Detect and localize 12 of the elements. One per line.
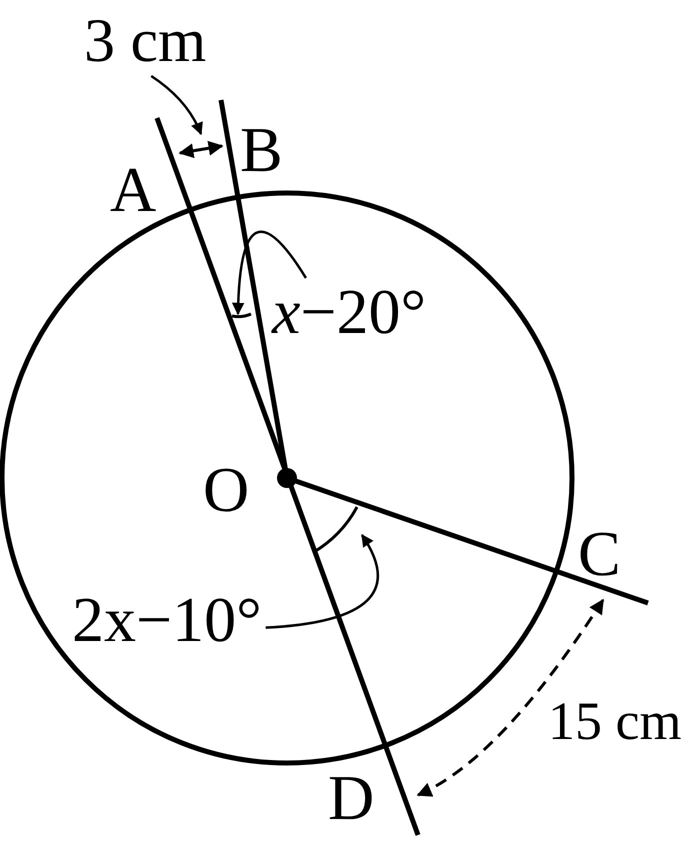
angle-label: x−20° xyxy=(272,280,426,344)
angle-label: 3 cm xyxy=(84,10,206,72)
leader-line xyxy=(266,534,379,629)
point-label: O xyxy=(203,458,250,522)
point-label: D xyxy=(328,766,374,830)
leader-line xyxy=(150,74,202,136)
point-label: C xyxy=(578,522,621,586)
point-label: B xyxy=(240,118,283,182)
angle-label: 2x−10° xyxy=(72,588,262,652)
point-label: A xyxy=(110,158,156,222)
arc-length-label: 15 cm xyxy=(548,694,682,748)
leader-line xyxy=(232,230,307,316)
